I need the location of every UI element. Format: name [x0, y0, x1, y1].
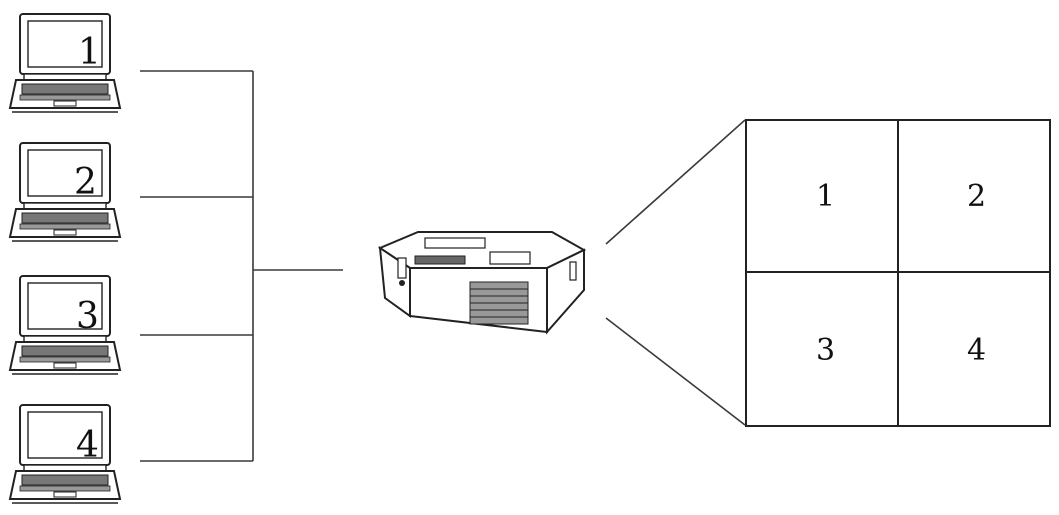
laptop-4: 4	[9, 404, 121, 504]
connection-lines	[140, 70, 343, 462]
laptop-icon	[9, 142, 121, 242]
laptop-3: 3	[9, 275, 121, 375]
projection-beam	[605, 119, 746, 426]
screen-cell-4: 4	[967, 333, 986, 368]
beam-top	[605, 119, 746, 245]
screen-cell-3: 3	[816, 333, 835, 368]
projector-icon	[377, 231, 587, 335]
laptop-icon	[9, 275, 121, 375]
laptop-4-label: 4	[76, 425, 99, 466]
laptop-2: 2	[9, 142, 121, 242]
screen-cell-1: 1	[816, 179, 835, 214]
screen-cell-2: 2	[967, 179, 986, 214]
laptop-3-label: 3	[76, 296, 99, 337]
laptop-icon	[9, 13, 121, 113]
laptop-icon	[9, 404, 121, 504]
laptop-2-label: 2	[74, 162, 97, 203]
laptop-1-label: 1	[78, 32, 101, 73]
projected-screen: 1 2 3 4	[745, 119, 1051, 427]
beam-bottom	[605, 317, 746, 426]
laptop-1: 1	[9, 13, 121, 113]
